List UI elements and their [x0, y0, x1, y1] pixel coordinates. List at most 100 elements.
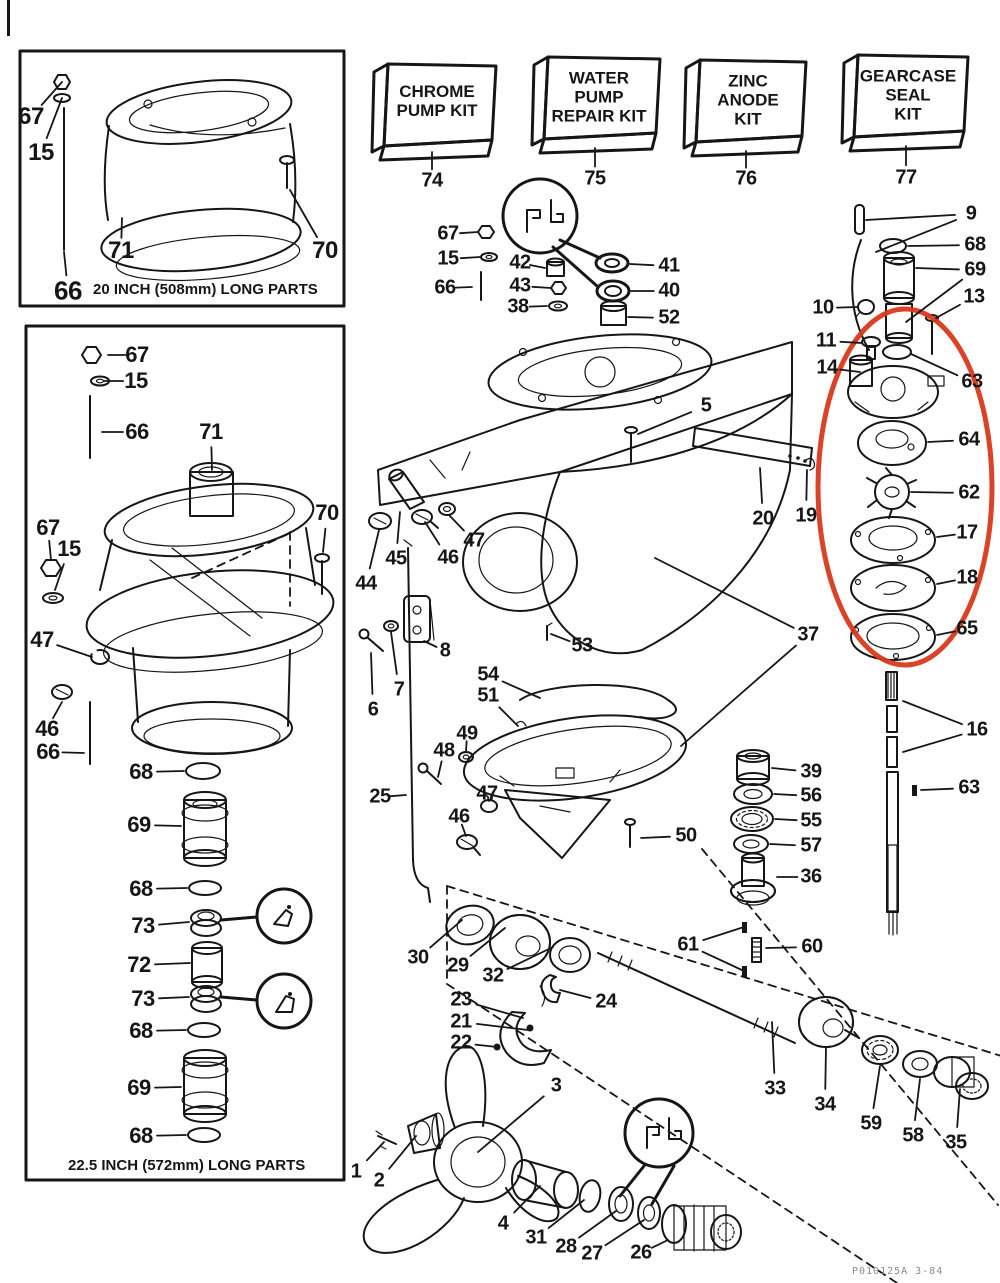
leader-line-16	[902, 700, 964, 726]
part-number-label-69: 69	[127, 1075, 151, 1100]
part-number-label-3: 3	[550, 1074, 562, 1097]
leader-line-15	[54, 563, 65, 591]
leader-line-62	[910, 491, 954, 494]
leader-line-47	[448, 514, 465, 532]
part-number-label-6: 6	[367, 698, 379, 721]
leader-line-24	[559, 989, 592, 999]
leader-line-61	[701, 950, 745, 972]
leader-line-43	[531, 285, 552, 289]
leader-line-41	[629, 263, 655, 267]
leader-line-18	[936, 579, 956, 585]
part-number-label-73: 73	[131, 913, 155, 938]
part-number-label-31: 31	[525, 1226, 547, 1249]
part-number-label-33: 33	[764, 1077, 786, 1100]
part-number-label-13: 13	[963, 285, 985, 308]
part-number-label-67: 67	[18, 103, 44, 130]
part-number-label-41: 41	[658, 254, 680, 277]
leader-line-1	[366, 1141, 385, 1162]
leader-line-37	[680, 644, 797, 747]
leader-line-5	[637, 411, 693, 435]
part-number-label-25: 25	[369, 785, 391, 808]
part-number-label-24: 24	[595, 990, 617, 1013]
leader-line-2	[388, 1135, 417, 1170]
leader-line-67	[459, 231, 479, 235]
leader-line-7	[390, 631, 398, 676]
panel-22inch-box	[24, 324, 346, 1182]
leader-line-51	[498, 706, 519, 727]
leader-line-66	[61, 751, 85, 754]
part-number-label-15: 15	[437, 247, 459, 270]
leader-line-29	[469, 927, 506, 957]
part-number-label-17: 17	[956, 521, 978, 544]
leader-line-70	[322, 527, 327, 553]
part-number-label-20: 20	[752, 507, 774, 530]
leader-line-22	[474, 1043, 498, 1048]
part-number-label-40: 40	[658, 279, 680, 302]
leader-line-17	[936, 533, 956, 538]
leader-line-49	[465, 740, 468, 753]
leader-line-68	[156, 1029, 187, 1032]
part-number-label-8: 8	[439, 639, 451, 662]
part-number-label-71: 71	[108, 237, 134, 264]
part-number-label-14: 14	[816, 356, 838, 379]
page-edge-mark	[7, 0, 10, 36]
forward-gear-column	[730, 749, 776, 906]
part-number-label-69: 69	[127, 812, 151, 837]
kit-box-76	[682, 58, 808, 158]
seal-tool-icon	[219, 887, 313, 945]
leader-line-50	[640, 835, 671, 839]
part-number-label-42: 42	[509, 251, 531, 274]
leader-line-57	[769, 843, 796, 847]
part-number-label-68: 68	[129, 1018, 153, 1043]
part-number-label-77: 77	[895, 166, 917, 189]
part-number-label-74: 74	[421, 169, 443, 192]
leader-line-9	[875, 219, 958, 253]
leader-line-4	[513, 1185, 541, 1214]
leader-line-47	[486, 795, 490, 802]
gearcase-housing-20in-drawing	[100, 79, 302, 282]
part-number-label-58: 58	[902, 1124, 924, 1147]
part-number-label-16: 16	[966, 718, 988, 741]
leader-line-30	[429, 919, 463, 949]
leader-line-69	[915, 267, 960, 271]
kit-box-label-76: ZINC ANODE KIT	[717, 71, 779, 129]
part-number-label-47: 47	[476, 782, 498, 805]
part-number-label-66: 66	[434, 276, 456, 299]
leader-line-46	[424, 521, 441, 546]
part-number-label-22: 22	[450, 1031, 472, 1054]
assembly-boundary-dashes	[446, 848, 1000, 1283]
leader-line-71	[120, 217, 123, 239]
panel-20inch-box	[18, 49, 346, 308]
leader-line-69	[905, 278, 964, 323]
bearing-housing-drawing	[417, 683, 688, 859]
leader-line-33	[771, 1021, 776, 1074]
part-number-label-65: 65	[956, 617, 978, 640]
part-number-label-47: 47	[30, 627, 54, 652]
leader-line-9	[865, 214, 956, 221]
part-number-label-32: 32	[482, 964, 504, 987]
leader-line-69	[154, 1086, 182, 1089]
part-number-label-27: 27	[581, 1242, 603, 1265]
leader-line-64	[927, 439, 954, 443]
part-number-label-23: 23	[450, 988, 472, 1011]
leader-line-63	[910, 353, 959, 377]
leader-line-54	[501, 680, 541, 699]
leader-line-39	[771, 767, 797, 772]
leader-line-35	[956, 1088, 961, 1128]
leader-line-52	[627, 316, 654, 319]
kit-box-label-75: WATER PUMP REPAIR KIT	[551, 68, 647, 126]
part-number-label-67: 67	[125, 342, 149, 367]
part-number-label-35: 35	[945, 1131, 967, 1154]
leader-line-66	[63, 251, 68, 277]
leader-line-13	[935, 303, 961, 319]
part-number-label-64: 64	[958, 428, 980, 451]
leader-line-14	[839, 368, 861, 373]
leader-line-71	[210, 446, 213, 471]
gearcase-housing-drawing	[377, 333, 816, 655]
part-number-label-50: 50	[675, 824, 697, 847]
upper-small-parts	[477, 177, 631, 326]
leader-line-47	[56, 644, 93, 658]
kit-box-label-77: GEARCASE SEAL KIT	[859, 66, 957, 124]
panel-22inch-caption: 22.5 INCH (572mm) LONG PARTS	[68, 1157, 306, 1174]
